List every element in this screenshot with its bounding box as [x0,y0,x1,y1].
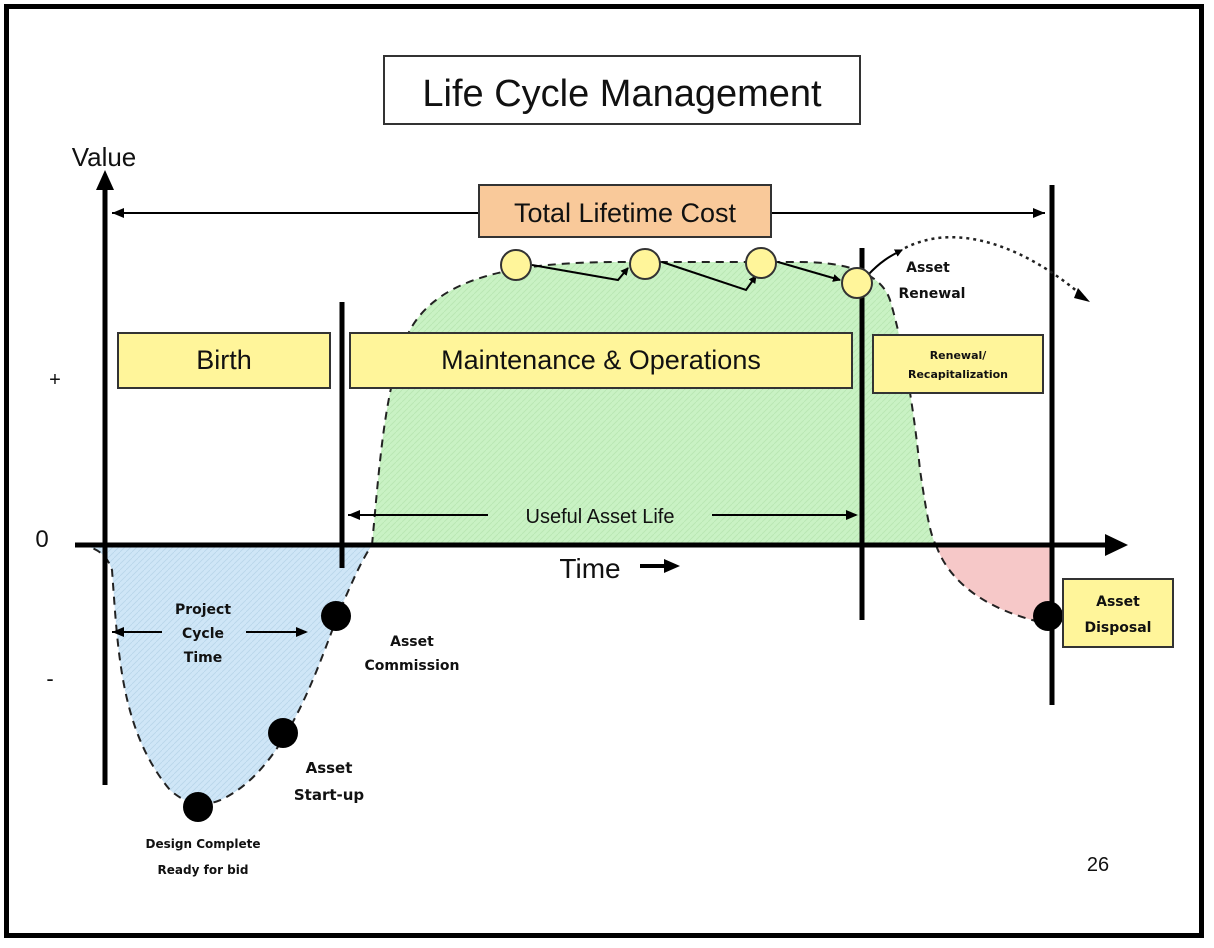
renewal-event-3 [745,247,777,279]
asset-disposal-box: Asset Disposal [1062,578,1174,648]
phase-renewal-label-line2: Recapitalization [908,368,1008,381]
total-cost-arrow-left [112,208,124,218]
design-complete-label-line2: Ready for bid [158,863,249,877]
projected-value-arrowhead [1074,288,1090,302]
asset-renewal-label-line2: Renewal [899,286,966,302]
useful-asset-life-label: Useful Asset Life [526,506,675,528]
x-axis-label: Time [559,553,620,584]
phase-maintenance: Maintenance & Operations [349,332,853,389]
title-box [383,55,861,125]
useful-asset-life-span: Useful Asset Life [348,506,858,528]
asset-commission-marker [321,601,351,631]
asset-renewal-label-line1: Asset [906,260,950,276]
decline-curve [935,544,1041,623]
asset-disposal-marker [1033,601,1063,631]
page-number: 26 [1087,854,1109,876]
phase-birth: Birth [117,332,331,389]
asset-renewal-marker [841,267,873,299]
total-cost-arrow-right [1033,208,1045,218]
renewal-progression [531,249,903,292]
x-axis-arrowhead [1105,534,1128,556]
y-tick-plus: + [49,369,61,391]
y-tick-minus: - [46,666,53,691]
project-cycle-time-line2: Cycle [182,626,224,642]
renewal-event-2 [629,248,661,280]
asset-disposal-label-line1: Asset [1096,594,1140,610]
time-arrowhead-icon [664,559,680,573]
renewal-event-1 [500,249,532,281]
phase-birth-label: Birth [196,345,252,375]
asset-startup-label-line2: Start-up [294,786,365,804]
asset-disposal-label-line2: Disposal [1085,620,1152,636]
y-axis-label: Value [72,142,137,172]
y-axis-arrowhead [96,170,114,190]
decline-region [936,545,1052,622]
design-complete-marker [183,792,213,822]
asset-startup-marker [268,718,298,748]
phase-renewal: Renewal/ Recapitalization [872,334,1044,394]
project-cycle-time-line3: Time [184,650,222,666]
asset-commission-label-line1: Asset [390,634,434,650]
phase-maintenance-label: Maintenance & Operations [441,345,761,375]
value-region [370,261,938,546]
total-cost-box [478,184,772,238]
total-cost-label: Total Lifetime Cost [514,198,737,228]
page-title: Life Cycle Management [422,73,822,115]
project-cycle-time-span: Project Cycle Time [112,602,308,666]
projected-value-curve [904,235,1086,299]
y-tick-zero: 0 [35,526,48,553]
phase-renewal-label-line1: Renewal/ [930,349,988,362]
asset-startup-label-line1: Asset [306,759,353,777]
design-complete-label-line1: Design Complete [146,837,261,851]
project-cycle-time-line1: Project [175,602,231,618]
asset-commission-label-line2: Commission [365,658,460,674]
